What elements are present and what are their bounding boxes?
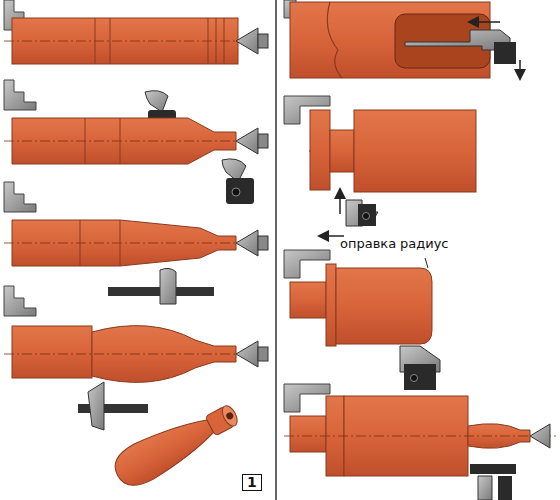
part-label: оправка — [340, 237, 396, 251]
figure-number: 1 — [242, 474, 262, 491]
part-label: радиус — [400, 237, 449, 251]
